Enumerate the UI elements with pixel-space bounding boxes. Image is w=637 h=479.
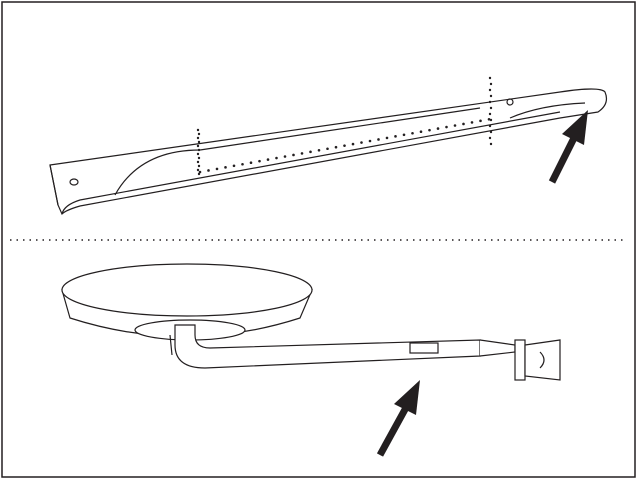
arrow-icon	[548, 110, 588, 184]
port-hole	[309, 150, 312, 154]
port-hole	[479, 119, 482, 123]
port-hole	[470, 121, 474, 124]
port-hole	[488, 100, 492, 104]
port-hole	[196, 144, 200, 148]
port-hole	[196, 128, 200, 132]
port-hole	[196, 136, 200, 140]
port-hole	[368, 139, 372, 143]
port-hole	[377, 138, 380, 141]
port-hole	[197, 156, 201, 160]
port-hole	[487, 118, 491, 121]
port-hole	[489, 118, 493, 122]
port-hole	[488, 88, 492, 92]
port-hole	[207, 169, 210, 172]
port-hole	[232, 164, 236, 168]
port-hole	[198, 170, 202, 174]
port-hole	[334, 145, 338, 149]
port-hole	[489, 106, 493, 110]
port-hole	[394, 135, 397, 138]
port-hole	[197, 140, 201, 144]
port-hole	[300, 152, 304, 155]
port-hole	[385, 136, 389, 140]
port-hole	[343, 144, 346, 147]
port-hole	[462, 122, 465, 126]
port-hole	[360, 141, 363, 144]
round-burner	[61, 263, 561, 381]
port-hole	[488, 112, 492, 116]
port-hole	[326, 147, 329, 151]
arrow-icon	[376, 380, 420, 457]
port-hole	[445, 125, 448, 129]
port-hole	[196, 152, 200, 156]
port-hole	[489, 82, 493, 86]
port-hole	[224, 166, 227, 169]
port-hole	[411, 131, 414, 135]
tube-burner	[49, 76, 608, 216]
port-hole	[489, 94, 493, 98]
port-hole	[488, 136, 492, 140]
port-hole	[197, 132, 201, 136]
port-hole	[489, 130, 493, 134]
port-hole	[488, 124, 492, 128]
port-holes	[196, 76, 493, 176]
port-hole	[436, 127, 440, 130]
port-hole	[351, 142, 355, 146]
port-hole	[197, 172, 201, 176]
port-hole	[249, 161, 253, 164]
port-hole	[196, 168, 200, 172]
port-hole	[197, 148, 201, 152]
port-hole	[197, 164, 201, 168]
port-hole	[258, 159, 261, 163]
port-hole	[266, 158, 270, 161]
port-hole	[428, 128, 431, 132]
port-hole	[241, 162, 244, 166]
port-hole	[419, 130, 423, 133]
port-hole	[453, 124, 457, 127]
port-hole	[317, 149, 321, 152]
port-hole	[402, 133, 406, 137]
port-hole	[275, 156, 278, 160]
port-hole	[292, 153, 295, 157]
port-hole	[283, 155, 287, 158]
port-hole	[215, 167, 219, 171]
port-hole	[489, 142, 493, 146]
port-hole	[196, 160, 200, 164]
port-hole	[488, 76, 492, 80]
